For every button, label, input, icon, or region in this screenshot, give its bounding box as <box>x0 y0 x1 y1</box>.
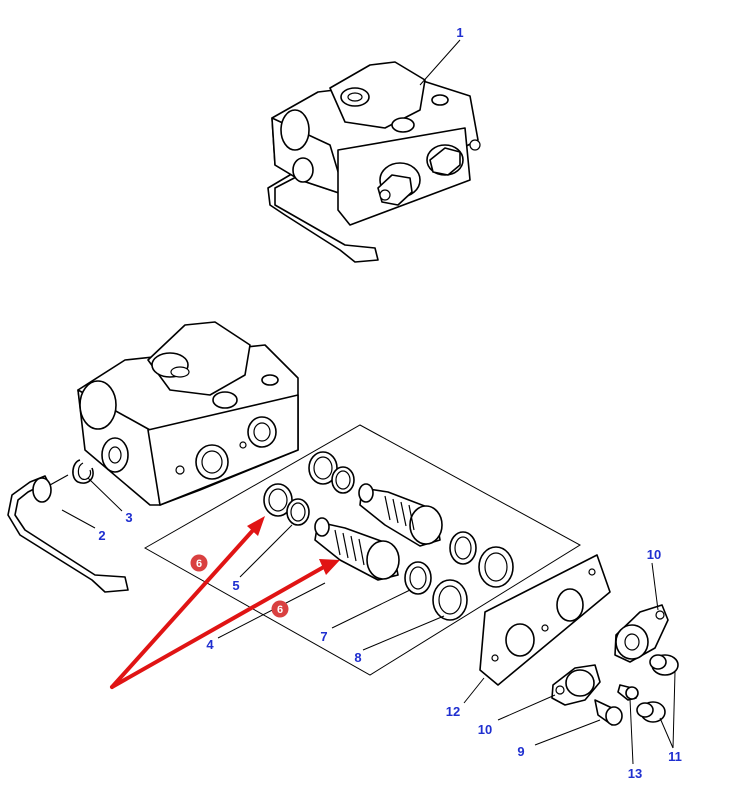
highlight-arrow-lower <box>110 566 324 689</box>
arrowhead-lower <box>319 559 340 575</box>
handle-lever <box>7 474 129 593</box>
callout-5: 5 <box>232 578 239 593</box>
callout-10-upper: 10 <box>647 547 661 562</box>
exploded-group-frame <box>143 424 581 676</box>
seals-and-plugs-right <box>404 531 514 621</box>
valve-spools <box>314 483 443 581</box>
assembled-valve-block <box>267 61 481 263</box>
callout-8: 8 <box>354 650 361 665</box>
knob-upper <box>614 604 669 663</box>
knob-lower <box>551 664 601 706</box>
callout-labels: 1 2 3 4 5 7 8 9 10 10 11 12 13 <box>98 25 681 781</box>
caps <box>636 654 679 723</box>
callout-7: 7 <box>320 629 327 644</box>
callout-9: 9 <box>517 744 524 759</box>
cover-plate <box>479 554 611 686</box>
callout-12: 12 <box>446 704 460 719</box>
o-rings-left <box>263 451 355 526</box>
callout-4: 4 <box>206 637 214 652</box>
arrowhead-upper <box>247 516 265 536</box>
reference-marker-6-upper: 6 <box>190 554 208 572</box>
circlip <box>72 459 94 484</box>
small-screw <box>617 684 639 701</box>
callout-3: 3 <box>125 510 132 525</box>
callout-2: 2 <box>98 528 105 543</box>
leader-lines <box>61 39 676 765</box>
reference-marker-6-lower: 6 <box>271 600 289 618</box>
bolt <box>594 699 623 726</box>
callout-1: 1 <box>456 25 463 40</box>
callout-11: 11 <box>668 749 682 764</box>
valve-block-body <box>77 321 299 506</box>
callout-13: 13 <box>628 766 642 781</box>
callout-10-lower: 10 <box>478 722 492 737</box>
marker-label: 6 <box>196 558 202 570</box>
marker-label: 6 <box>277 604 283 616</box>
highlight-arrow-upper <box>110 526 257 689</box>
highlight-arrows <box>110 516 340 689</box>
